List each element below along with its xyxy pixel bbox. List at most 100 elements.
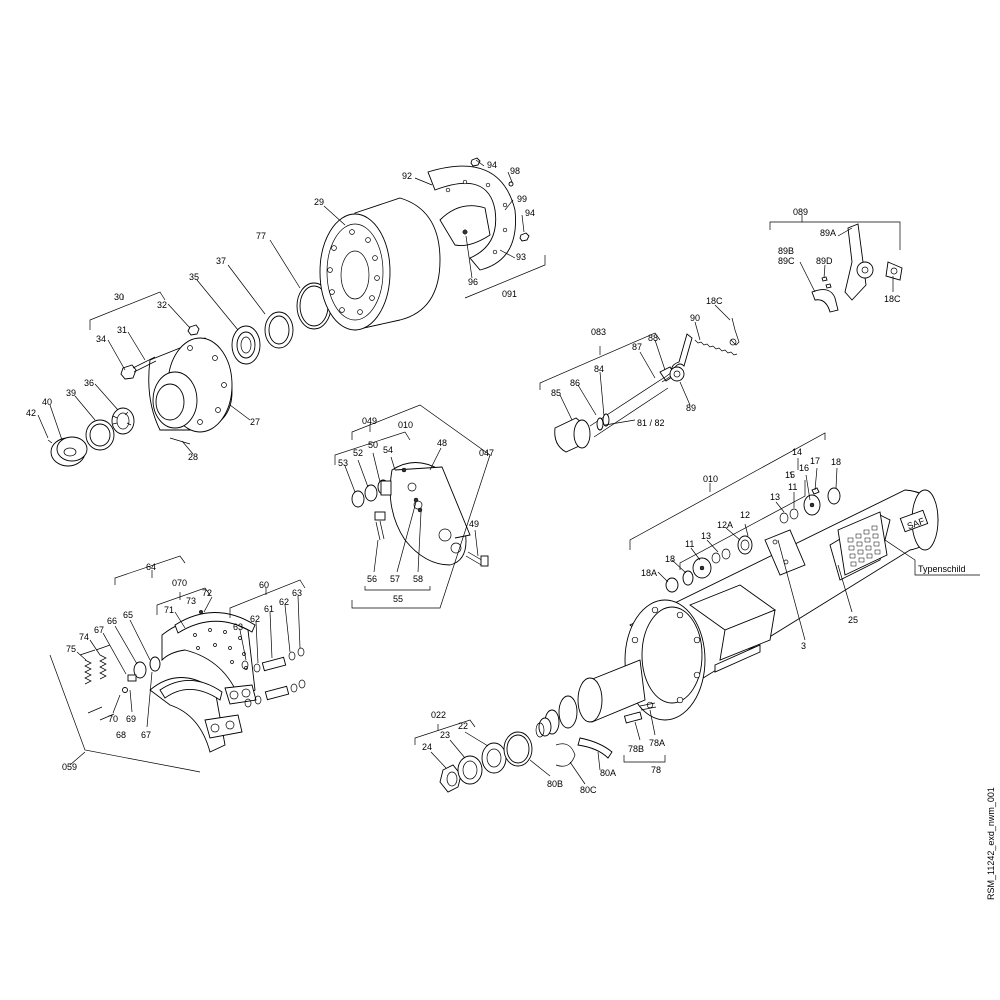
callout-35: 35 <box>189 272 199 282</box>
callout-63-left: 63 <box>233 622 243 632</box>
callout-13-left: 13 <box>701 531 711 541</box>
bearing-and-seal-group <box>231 282 332 365</box>
callout-94-top: 94 <box>487 160 497 170</box>
callout-50: 50 <box>368 440 378 450</box>
hub-cap-assembly <box>47 407 191 467</box>
callout-56: 56 <box>367 574 377 584</box>
callout-18A: 18A <box>641 568 657 578</box>
callout-16: 16 <box>799 463 809 473</box>
callout-11-right: 11 <box>788 482 797 492</box>
callout-54: 54 <box>383 445 393 455</box>
callout-13-right: 13 <box>770 492 780 502</box>
callout-77: 77 <box>256 231 266 241</box>
callout-80B: 80B <box>547 779 563 789</box>
callout-93: 93 <box>516 252 526 262</box>
callout-69: 69 <box>126 714 136 724</box>
callout-14: 14 <box>792 447 802 457</box>
callout-89B: 89B <box>778 246 794 256</box>
callout-48: 48 <box>437 438 447 448</box>
type-plate: SAF <box>837 509 929 576</box>
callout-89C: 89C <box>778 256 795 266</box>
wheel-hub <box>120 324 233 433</box>
callout-17: 17 <box>810 456 820 466</box>
brake-drum <box>319 197 441 331</box>
callout-90: 90 <box>690 313 700 323</box>
callout-57: 57 <box>390 574 400 584</box>
callout-87: 87 <box>632 342 642 352</box>
callout-65: 65 <box>123 610 133 620</box>
callout-18-right: 18 <box>831 457 841 467</box>
callout-88: 88 <box>648 333 658 343</box>
callout-66: 66 <box>107 616 117 626</box>
brake-shoes <box>79 609 306 753</box>
callout-37: 37 <box>216 256 226 266</box>
callout-12: 12 <box>740 510 750 520</box>
callout-18C-adjuster: 18C <box>884 294 901 304</box>
callout-94-right: 94 <box>525 208 535 218</box>
callout-63-right: 63 <box>292 588 302 598</box>
callout-091: 091 <box>502 289 517 299</box>
callout-96: 96 <box>468 277 478 287</box>
callout-64: 64 <box>146 562 156 572</box>
callout-083: 083 <box>591 327 606 337</box>
callout-49: 49 <box>469 519 479 529</box>
callout-73: 73 <box>186 596 196 606</box>
callout-15: 15 <box>785 470 795 480</box>
callout-070: 070 <box>172 578 187 588</box>
callout-99: 99 <box>517 194 527 204</box>
callout-24: 24 <box>422 742 432 752</box>
callout-89A: 89A <box>820 228 836 238</box>
callout-36: 36 <box>84 378 94 388</box>
callout-28: 28 <box>188 452 198 462</box>
callout-42: 42 <box>26 408 36 418</box>
callout-30: 30 <box>114 292 124 302</box>
callout-31: 31 <box>117 325 127 335</box>
callout-78A: 78A <box>649 738 665 748</box>
brake-spider <box>351 462 489 567</box>
axle-nut-group <box>439 702 657 793</box>
drawing-id: RSM_11242_exd_nwm_001 <box>986 787 996 900</box>
callout-62-right: 62 <box>279 597 289 607</box>
callout-80A: 80A <box>600 768 616 778</box>
dust-shield <box>427 157 530 271</box>
callout-67-top: 67 <box>94 625 104 635</box>
callout-71: 71 <box>164 605 174 615</box>
callout-89D: 89D <box>816 256 833 266</box>
leader-lines <box>37 159 980 785</box>
callout-010-spider: 010 <box>398 420 413 430</box>
callout-53: 53 <box>338 458 348 468</box>
callout-72: 72 <box>202 588 212 598</box>
callout-049: 049 <box>362 416 377 426</box>
callout-010-beam: 010 <box>703 474 718 484</box>
callout-25: 25 <box>848 615 858 625</box>
callout-40: 40 <box>42 397 52 407</box>
callout-23: 23 <box>440 730 450 740</box>
callout-11-left: 11 <box>685 539 694 549</box>
callout-68: 68 <box>116 730 126 740</box>
slack-adjuster <box>811 223 903 313</box>
callout-78: 78 <box>651 765 661 775</box>
callout-089: 089 <box>793 207 808 217</box>
callout-70: 70 <box>108 714 118 724</box>
callout-74: 74 <box>79 632 89 642</box>
callout-18-left: 18 <box>665 554 675 564</box>
callout-18C-camshaft: 18C <box>706 296 723 306</box>
type-plate-label: Typenschild <box>918 564 966 574</box>
callout-98: 98 <box>510 166 520 176</box>
callout-39: 39 <box>66 388 76 398</box>
callout-047: 047 <box>479 448 494 458</box>
callout-60: 60 <box>259 580 269 590</box>
callout-labels: 30 32 31 34 35 37 77 29 92 94 98 99 94 9… <box>26 160 996 900</box>
callout-67-bottom: 67 <box>141 730 151 740</box>
callout-3: 3 <box>801 641 806 651</box>
callout-89-lever: 89 <box>686 403 696 413</box>
callout-12A: 12A <box>717 520 733 530</box>
callout-58: 58 <box>413 574 423 584</box>
callout-059: 059 <box>62 762 77 772</box>
callout-78B: 78B <box>628 744 644 754</box>
callout-84: 84 <box>594 364 604 374</box>
callout-022: 022 <box>431 710 446 720</box>
callout-75: 75 <box>66 644 76 654</box>
saf-plate <box>899 509 929 533</box>
